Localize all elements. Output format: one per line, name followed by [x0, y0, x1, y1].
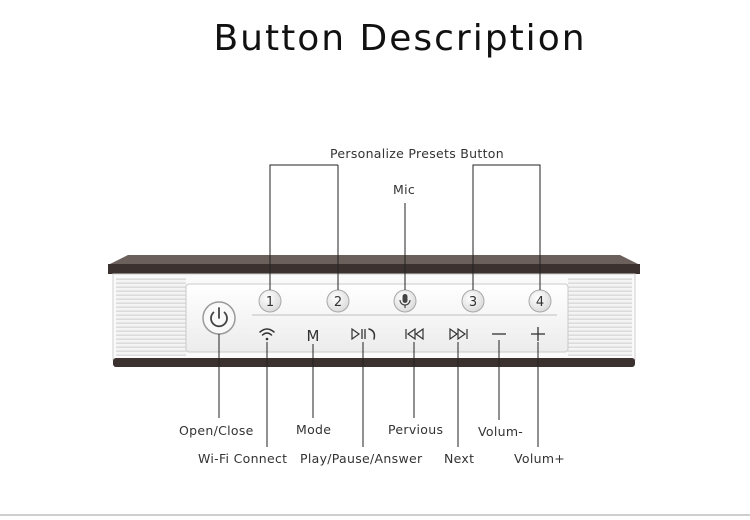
preset-label-4: 4 — [536, 295, 544, 310]
play-pause-answer-icon — [351, 327, 376, 341]
preset-label-1: 1 — [266, 295, 274, 310]
wifi-icon — [259, 328, 275, 341]
previous-icon — [405, 327, 424, 341]
mic-icon — [399, 294, 411, 308]
label-play-pause-answer: Play/Pause/Answer — [300, 451, 423, 466]
plus-icon — [531, 327, 545, 341]
volume-up-button[interactable] — [531, 327, 545, 341]
leader-lines-top — [269, 164, 541, 290]
label-previous: Pervious — [388, 422, 444, 437]
label-open-close: Open/Close — [179, 423, 254, 438]
preset-button-4[interactable]: 4 — [528, 289, 552, 313]
power-button[interactable] — [202, 301, 236, 335]
label-personalize-presets: Personalize Presets Button — [330, 146, 504, 161]
control-panel — [185, 283, 569, 353]
device-base — [113, 358, 635, 367]
preset-button-1[interactable]: 1 — [258, 289, 282, 313]
label-volume-down: Volum- — [478, 424, 524, 439]
preset-button-3[interactable]: 3 — [461, 289, 485, 313]
label-next: Next — [444, 451, 475, 466]
mic-button[interactable] — [393, 289, 417, 313]
mode-glyph: M — [307, 327, 320, 345]
label-mic: Mic — [393, 182, 416, 197]
preset-label-2: 2 — [334, 295, 342, 310]
mode-button[interactable]: M — [307, 327, 320, 345]
label-mode: Mode — [296, 422, 332, 437]
preset-button-2[interactable]: 2 — [326, 289, 350, 313]
next-icon — [449, 327, 468, 341]
page-title: Button Description — [213, 18, 587, 59]
left-speaker-grille — [116, 278, 186, 356]
power-icon — [210, 307, 228, 328]
bottom-divider — [0, 514, 750, 516]
previous-button[interactable] — [405, 327, 424, 341]
leader-lines-bottom — [218, 334, 539, 447]
wifi-button[interactable] — [259, 328, 275, 341]
device-top-lid — [108, 255, 640, 274]
preset-label-3: 3 — [469, 295, 477, 310]
right-speaker-grille — [568, 278, 632, 356]
label-volume-up: Volum+ — [514, 451, 566, 466]
next-button[interactable] — [449, 327, 468, 341]
label-wifi-connect: Wi-Fi Connect — [198, 451, 288, 466]
play-pause-answer-button[interactable] — [351, 327, 376, 341]
